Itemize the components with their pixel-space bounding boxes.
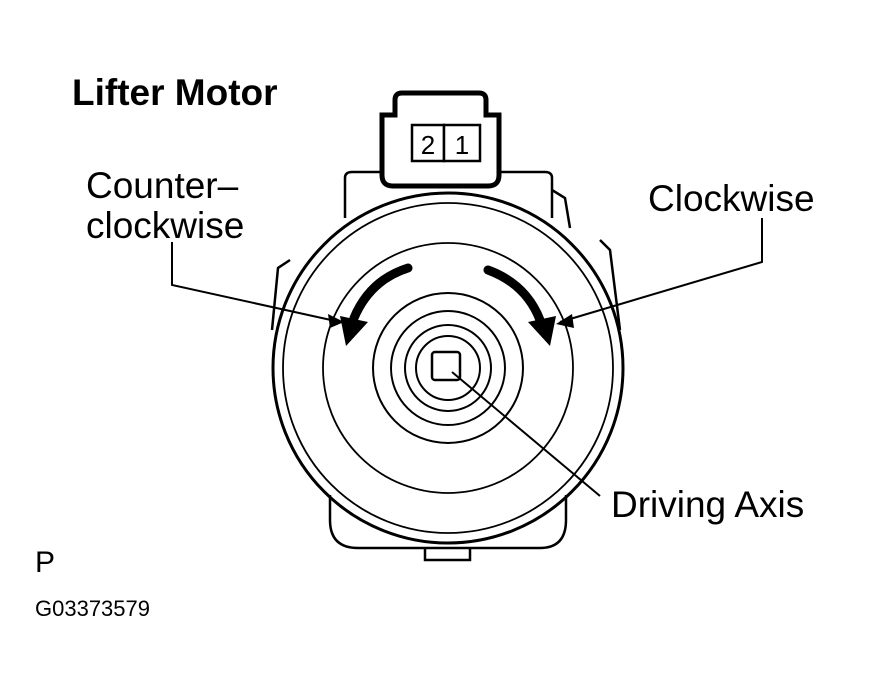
hub-ring-core — [415, 335, 481, 401]
outer-ring — [271, 191, 625, 545]
inner-ring — [282, 202, 614, 534]
counter-clockwise-label-line1: Counter– — [86, 165, 239, 206]
connector-pin-box-right — [442, 123, 482, 163]
figure-id: G03373579 — [35, 596, 150, 621]
connector: 2 1 — [379, 90, 502, 189]
driving-axis-label: Driving Axis — [611, 484, 805, 525]
clockwise-leader-tip-icon — [556, 314, 574, 328]
clockwise-arrowhead-icon — [528, 316, 556, 346]
counter-clockwise-label: Counter– clockwise — [86, 166, 244, 246]
diagram-title: Lifter Motor — [72, 72, 278, 113]
counter-clockwise-arrowhead-icon — [340, 316, 368, 346]
leader-lines — [171, 218, 763, 497]
clockwise-leader — [559, 218, 763, 323]
clockwise-label: Clockwise — [648, 178, 815, 219]
counter-clockwise-label-line2: clockwise — [86, 205, 245, 246]
counter-clockwise-leader-tip-icon — [328, 314, 344, 328]
figure-code: P — [35, 546, 56, 579]
hub-ring-mid — [390, 310, 506, 426]
counter-clockwise-arrow-icon — [349, 263, 413, 323]
connector-pin-1: 1 — [455, 130, 469, 160]
hub-ring-outer — [372, 292, 524, 444]
rotation-arrows — [340, 263, 556, 346]
rotor-ring — [322, 242, 574, 494]
counter-clockwise-leader — [171, 242, 341, 323]
clockwise-arrow-icon — [483, 265, 545, 325]
driving-axis-leader — [451, 371, 601, 497]
hub-ring-inner — [404, 324, 492, 412]
connector-pin-2: 2 — [421, 130, 435, 160]
